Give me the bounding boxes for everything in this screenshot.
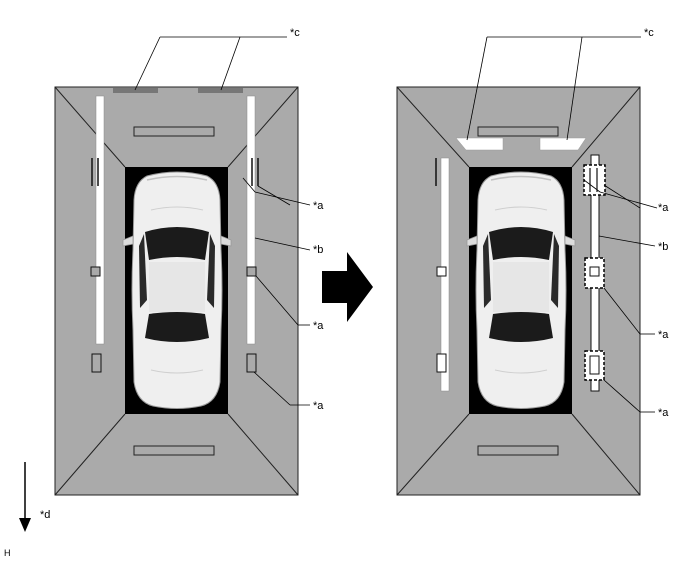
white-plate [539, 137, 587, 151]
vehicle-top-view-right [466, 171, 576, 410]
label-a: *a [313, 200, 324, 212]
down-arrow-icon [19, 462, 31, 532]
label-a: *a [313, 400, 324, 412]
label-c: *c [290, 27, 300, 39]
label-h: H [4, 548, 11, 558]
right-panel: *c *a *b *a *a [396, 27, 669, 496]
white-guide-line-left [95, 95, 105, 345]
label-c: *c [644, 27, 654, 39]
rear-bar-marker [133, 445, 215, 456]
left-panel: *c *a *b *a *a [54, 27, 324, 496]
label-d: *d [40, 509, 50, 521]
rear-bar-marker [477, 445, 559, 456]
label-b: *b [658, 241, 668, 253]
label-a: *a [313, 320, 324, 332]
target-marker [246, 353, 257, 373]
right-arrow-icon [322, 252, 373, 322]
target-marker [91, 353, 102, 373]
reflector-strip [113, 88, 158, 93]
label-b: *b [313, 244, 323, 256]
target-marker [246, 266, 257, 277]
label-a: *a [658, 202, 669, 214]
reflector-strip [198, 88, 243, 93]
target-marker [436, 266, 447, 277]
target-marker [436, 353, 447, 373]
front-bar-marker [477, 126, 559, 137]
front-bar-marker [133, 126, 215, 137]
vehicle-top-view-left [122, 171, 232, 410]
dashed-target-box [583, 164, 606, 196]
white-guide-line-right [246, 95, 256, 345]
target-marker [90, 266, 101, 277]
label-a: *a [658, 407, 669, 419]
label-a: *a [658, 329, 669, 341]
white-plate [455, 137, 504, 151]
